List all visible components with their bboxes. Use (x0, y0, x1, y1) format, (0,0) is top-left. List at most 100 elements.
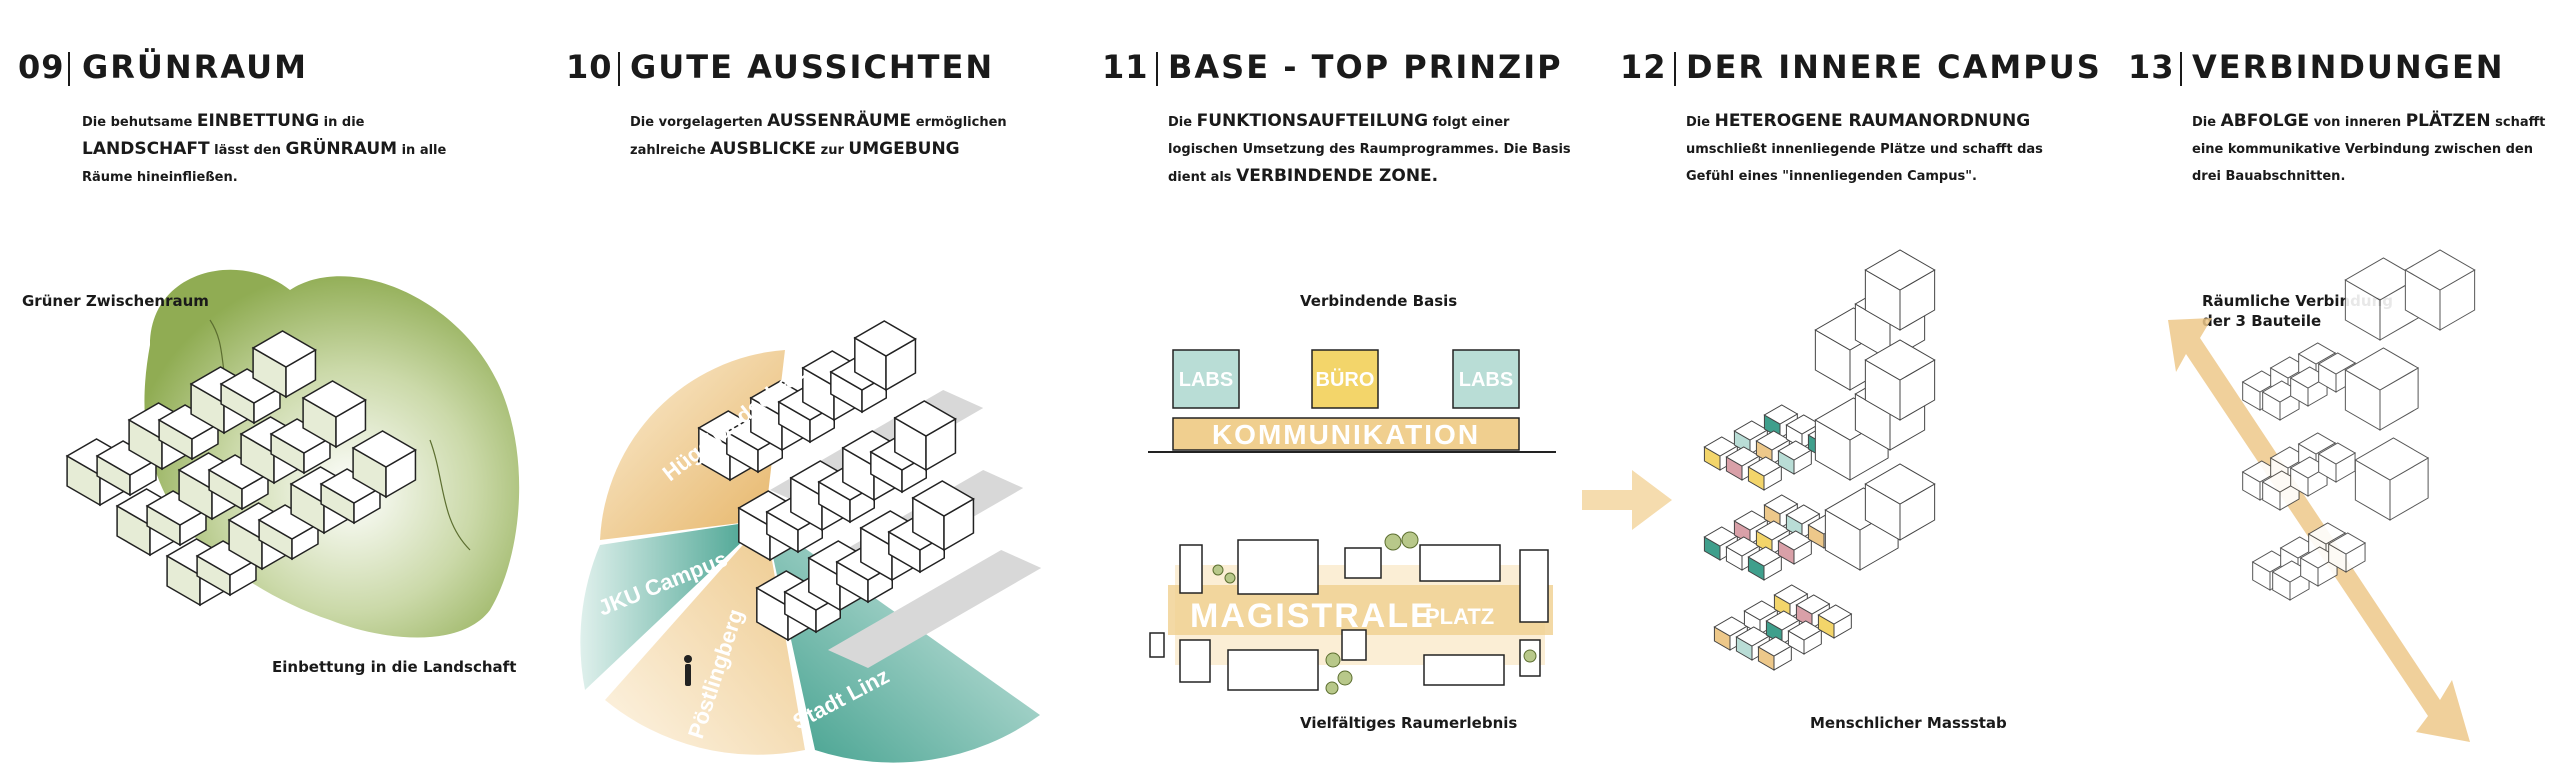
divider (1674, 52, 1676, 86)
building-block (2327, 532, 2367, 555)
desc-text: in die (319, 115, 365, 130)
svg-text:PLATZ: PLATZ (1425, 604, 1494, 629)
building-block (1777, 440, 1813, 461)
building-block (2317, 352, 2357, 375)
building-block (269, 418, 332, 454)
view-sector-poest (605, 520, 805, 755)
section-description: Die FUNKTIONSAUFTEILUNG folgt einer logi… (1168, 108, 1578, 191)
desc-text: zur (816, 143, 849, 158)
building-block (1864, 339, 1936, 381)
building-block (195, 540, 258, 576)
building-block (1795, 594, 1831, 615)
svg-text:LABS: LABS (1179, 369, 1233, 391)
person-icon (684, 655, 692, 686)
panel-aussichten: 10 GUTE AUSSICHTEN Die vorgelagerten AUS… (540, 0, 1060, 774)
label-gruener-zwischenraum: Grüner Zwischenraum (22, 292, 209, 310)
section-number: 09 (18, 48, 65, 86)
building-block (1735, 626, 1771, 647)
building-block (2404, 249, 2476, 291)
box-labs-2 (1452, 349, 1520, 409)
campus-illustration (1703, 249, 1936, 671)
building-block (1725, 446, 1761, 467)
desc-keyword: ABFOLGE (2220, 111, 2310, 131)
desc-keyword: UMGEBUNG (848, 139, 960, 159)
building-block (1703, 526, 1739, 547)
building-block (351, 430, 417, 468)
desc-keyword: AUSSENRÄUME (767, 111, 912, 131)
building-block (1743, 600, 1779, 621)
base-top-diagram: LABS BÜRO LABS KOMMUNIKATION MAGISTRALE … (1148, 349, 1556, 695)
desc-text: von inneren (2309, 115, 2406, 130)
svg-text:MAGISTRALE: MAGISTRALE (1190, 597, 1435, 635)
view-sector-jku (580, 520, 765, 690)
building-block (1713, 616, 1749, 637)
building-block (1703, 436, 1739, 457)
building-block (319, 468, 382, 504)
desc-keyword: LANDSCHAFT (82, 139, 210, 159)
desc-text: Die behutsame (82, 115, 197, 130)
desc-text: Die (1686, 115, 1715, 130)
panel-verbindungen: 13 VERBINDUNGEN Die ABFOLGE von inneren … (2120, 0, 2560, 774)
building-block (1757, 636, 1793, 657)
building-block (1755, 520, 1791, 541)
gruenraum-illustration (65, 269, 520, 638)
desc-text: folgt einer logischen Umsetzung des Raum… (1168, 115, 1571, 185)
panel-gruenraum: 09 GRÜNRAUM Die behutsame EINBETTUNG in … (0, 0, 520, 774)
label-raumerlebnis: Vielfältiges Raumerlebnis (1300, 714, 1518, 732)
panel-base-top: 11 BASE - TOP PRINZIP Die FUNKTIONSAUFTE… (1080, 0, 1600, 774)
view-sector-huegel (600, 350, 785, 540)
label-drei-bauteile: der 3 Bauteile (2202, 312, 2322, 330)
building-block (893, 400, 957, 437)
desc-text: in alle Räume hineinfließen. (82, 143, 447, 185)
section-number: 13 (2128, 48, 2175, 86)
section-number: 10 (566, 48, 613, 86)
section-description: Die behutsame EINBETTUNG in die LANDSCHA… (82, 108, 482, 191)
building-block (2297, 342, 2337, 365)
aussichten-illustration: Hügellandschaft JKU Campus Pöstlingberg … (580, 320, 1042, 763)
building-block (1763, 404, 1799, 425)
desc-text: schafft eine kommunikative Verbindung zw… (2192, 115, 2546, 184)
building-block (145, 490, 208, 526)
building-block (2344, 347, 2420, 391)
building-block (1777, 530, 1813, 551)
desc-text: Die (1168, 115, 1197, 130)
building-block (1785, 414, 1821, 435)
building-block (1733, 510, 1769, 531)
building-block (1733, 420, 1769, 441)
section-title: BASE - TOP PRINZIP (1168, 48, 1563, 86)
section-title: VERBINDUNGEN (2192, 48, 2505, 86)
building-block (1725, 536, 1761, 557)
desc-keyword: AUSBLICKE (710, 139, 817, 159)
desc-keyword: GRÜNRAUM (285, 139, 398, 159)
building-block (301, 380, 367, 418)
building-block (1747, 546, 1783, 567)
building-block (1785, 504, 1821, 525)
desc-text: lässt den (209, 143, 286, 158)
divider (68, 52, 70, 86)
divider (618, 52, 620, 86)
desc-text: umschließt innenliegende Plätze und scha… (1686, 142, 2043, 184)
building-block (1773, 584, 1809, 605)
box-kommunikation (1172, 417, 1520, 451)
section-title: GUTE AUSSICHTEN (630, 48, 995, 86)
building-block (853, 320, 917, 357)
building-block (2297, 432, 2337, 455)
label-menschlicher-massstab: Menschlicher Massstab (1810, 714, 2007, 732)
building-block (257, 504, 320, 540)
building-block (207, 454, 270, 490)
section-description: Die HETEROGENE RAUMANORDNUNG umschließt … (1686, 108, 2046, 190)
desc-keyword: HETEROGENE RAUMANORDNUNG (1714, 111, 2031, 131)
building-block (251, 330, 317, 368)
building-block (95, 440, 158, 476)
building-block (219, 368, 282, 404)
desc-text: Die vorgelagerten (630, 115, 768, 130)
desc-text: ermöglichen zahlreiche (630, 115, 1007, 158)
building-block (2317, 442, 2357, 465)
divider (2180, 52, 2182, 86)
svg-text:BÜRO: BÜRO (1316, 368, 1375, 391)
building-block (1747, 456, 1783, 477)
section-number: 12 (1620, 48, 1667, 86)
arrow-right-icon (1582, 470, 1672, 530)
desc-text: Die (2192, 115, 2221, 130)
box-buero (1311, 349, 1379, 409)
